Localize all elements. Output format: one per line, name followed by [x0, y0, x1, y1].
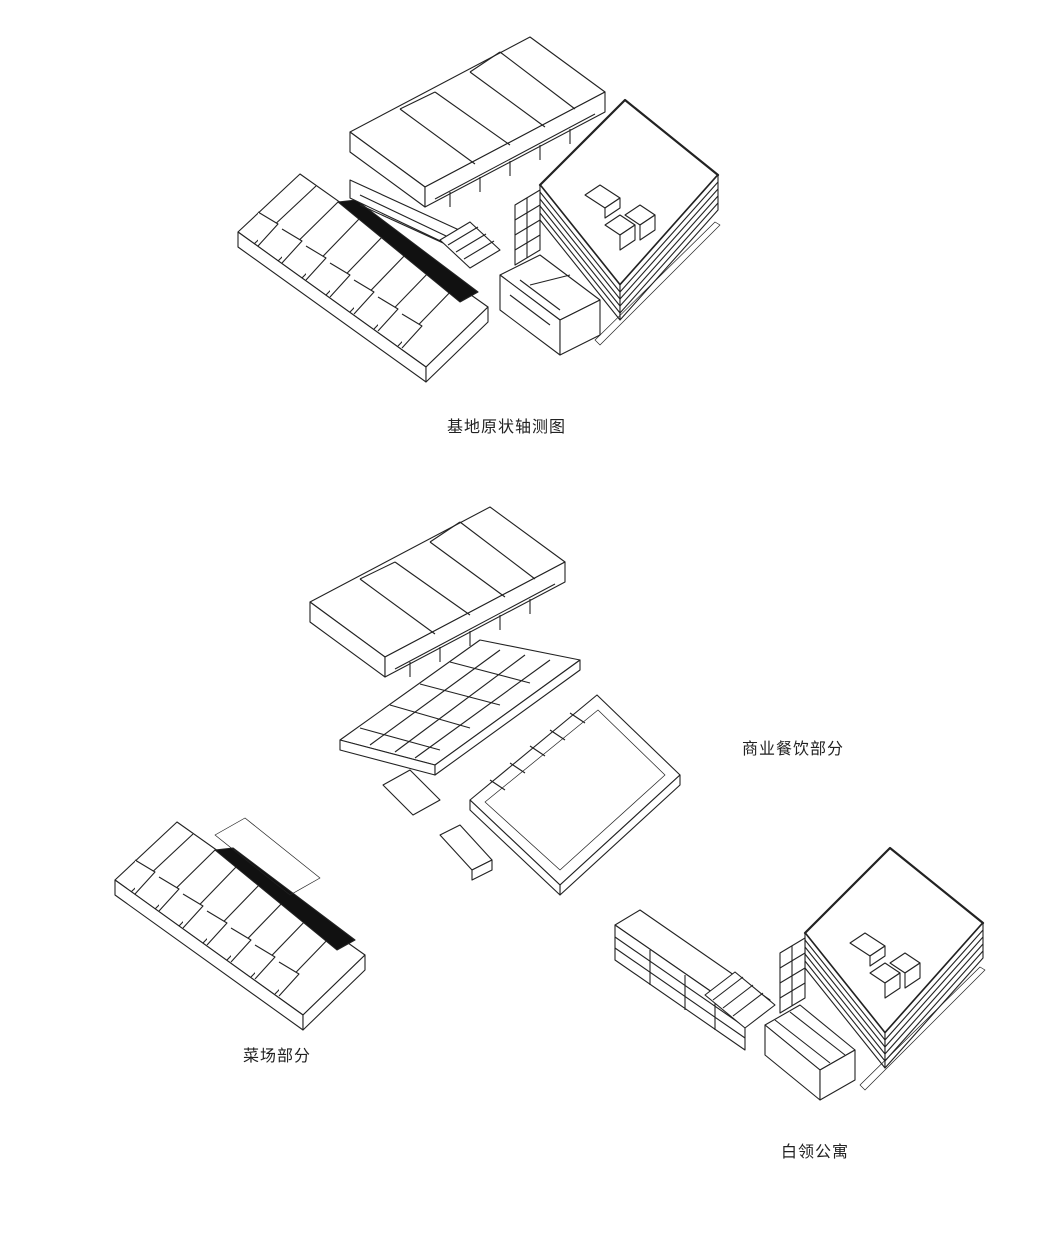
label-apartment: 白领公寓 — [781, 1142, 850, 1161]
market-axonometric — [114, 817, 366, 1031]
commercial-axonometric — [309, 506, 681, 896]
site-original-axonometric — [237, 36, 721, 383]
label-market: 菜场部分 — [243, 1046, 312, 1065]
label-commercial: 商业餐饮部分 — [742, 739, 845, 758]
apartment-axonometric — [614, 846, 986, 1101]
label-site-original: 基地原状轴测图 — [447, 417, 567, 436]
